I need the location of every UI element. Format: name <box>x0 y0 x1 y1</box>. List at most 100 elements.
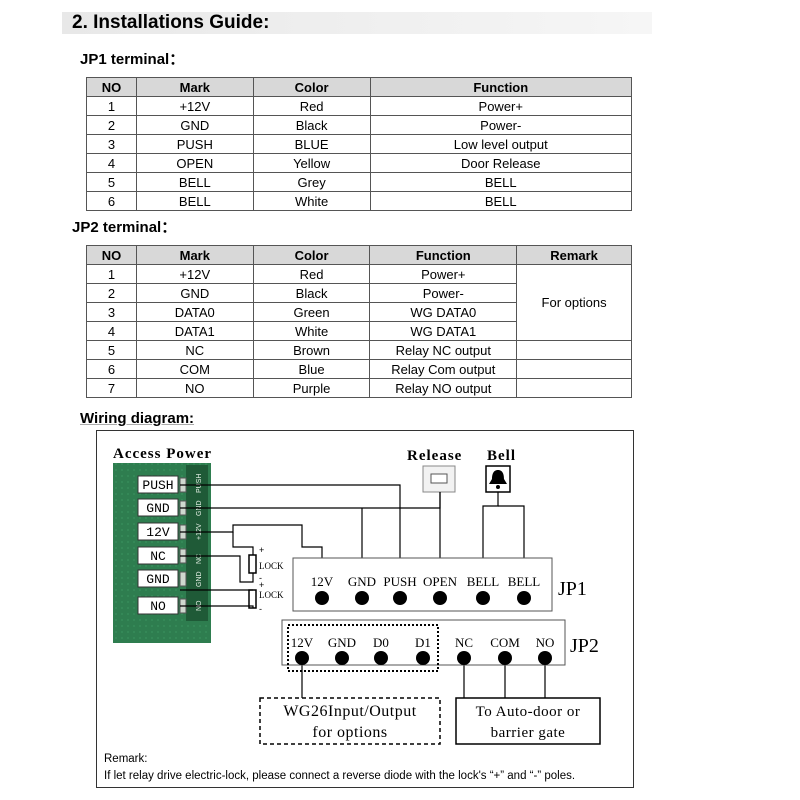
table-cell: BELL <box>369 191 633 211</box>
jp1-heading: JP1 terminal： <box>80 51 185 68</box>
jp1-pin-dot <box>393 591 407 605</box>
table-cell: DATA1 <box>135 321 254 341</box>
table-cell: White <box>252 191 371 211</box>
table-cell: Power+ <box>369 264 518 284</box>
power-terminal-label: NO <box>137 596 179 615</box>
table-cell: +12V <box>135 96 254 116</box>
table-cell: Yellow <box>252 153 371 173</box>
release-label: Release <box>407 448 462 464</box>
board-side-text: GND <box>196 571 203 587</box>
jp1-col-header: NO <box>86 77 137 97</box>
lock-1-label: LOCK <box>259 561 284 571</box>
board-side-text: PUSH <box>196 474 203 493</box>
table-cell: 2 <box>86 283 137 303</box>
board-terminal-strip <box>186 465 208 621</box>
jp2-pin-label: GND <box>328 635 356 650</box>
jp1-pin-dot <box>476 591 490 605</box>
table-cell: Purple <box>252 378 371 398</box>
wg-dashed-group <box>287 624 439 672</box>
jp1-pin-label: PUSH <box>383 574 416 589</box>
power-terminal-label: 12V <box>137 522 179 541</box>
empty-cell <box>516 378 632 398</box>
table-cell: +12V <box>135 264 254 284</box>
lock-1-minus: - <box>259 573 262 583</box>
table-cell: 3 <box>86 134 137 154</box>
lock-2-label: LOCK <box>259 590 284 600</box>
jp2-col-header: Color <box>252 245 371 265</box>
power-label-text: NO <box>150 599 166 614</box>
table-cell: 7 <box>86 378 137 398</box>
access-power-title: Access Power <box>113 446 212 462</box>
jp1-pin-label: BELL <box>508 574 541 589</box>
auto-door-box <box>455 697 601 745</box>
lock-1-plus: + <box>259 545 264 555</box>
jp2-pin-label: COM <box>490 635 520 650</box>
jp2-pin-dot <box>498 651 512 665</box>
jp2-pin-label: NC <box>455 635 473 650</box>
release-button-icon <box>422 465 456 493</box>
jp2-pin-label: NO <box>536 635 555 650</box>
jp2-heading: JP2 terminal： <box>72 219 177 236</box>
screw-terminal <box>179 571 187 587</box>
lock-2-plus: + <box>259 580 264 590</box>
power-label-text: GND <box>146 572 170 587</box>
jp1-pin-dot <box>517 591 531 605</box>
power-terminal-label: GND <box>137 498 179 517</box>
jp2-pin-dot <box>374 651 388 665</box>
remark-text: If let relay drive electric-lock, please… <box>104 770 575 782</box>
page-title: 2. Installations Guide: <box>62 12 652 34</box>
wiring-heading: Wiring diagram: <box>80 410 195 427</box>
table-cell: DATA0 <box>135 302 254 322</box>
jp2-col-header: Function <box>369 245 518 265</box>
power-terminal-label: PUSH <box>137 475 179 494</box>
jp1-pin-label: OPEN <box>423 574 458 589</box>
jp1-board <box>292 557 553 612</box>
door-box-line-1: To Auto-door or <box>476 704 581 720</box>
power-label-text: 12V <box>146 525 170 540</box>
table-cell: BELL <box>135 191 254 211</box>
table-cell: Relay NO output <box>369 378 518 398</box>
lock-1: + LOCK - <box>248 545 284 583</box>
wg-box-line-1: WG26Input/Output <box>283 703 416 720</box>
power-label-text: PUSH <box>142 478 173 493</box>
jp1-pin-label: 12V <box>311 574 334 589</box>
jp1-pin-dot <box>355 591 369 605</box>
jp1-pin-label: GND <box>348 574 376 589</box>
power-terminal-label: GND <box>137 569 179 588</box>
table-cell: NO <box>135 378 254 398</box>
jp2-col-header: Mark <box>135 245 254 265</box>
table-cell: 6 <box>86 191 137 211</box>
jp2-pin-label: 12V <box>291 635 314 650</box>
jp2-board-label: JP2 <box>570 635 599 657</box>
jp2-pin-dot <box>335 651 349 665</box>
board-side-text: NC <box>196 554 203 564</box>
power-terminal-label: NC <box>137 546 179 565</box>
jp1-pin-dot <box>433 591 447 605</box>
jp2-col-header: Remark <box>516 245 632 265</box>
jp1-board-label: JP1 <box>558 578 587 600</box>
jp2-pin-label: D0 <box>373 635 389 650</box>
jp2-pin-dot <box>416 651 430 665</box>
power-label-text: NC <box>150 549 166 564</box>
jp2-pin-dot <box>538 651 552 665</box>
jp2-pin-dot <box>457 651 471 665</box>
wg-options-box <box>259 697 441 745</box>
wiring-diagram-frame <box>96 430 634 788</box>
jp2-pin-dot <box>295 651 309 665</box>
power-label-text: GND <box>146 501 170 516</box>
jp1-pin-dot <box>315 591 329 605</box>
jp2-pin-label: D1 <box>415 635 431 650</box>
